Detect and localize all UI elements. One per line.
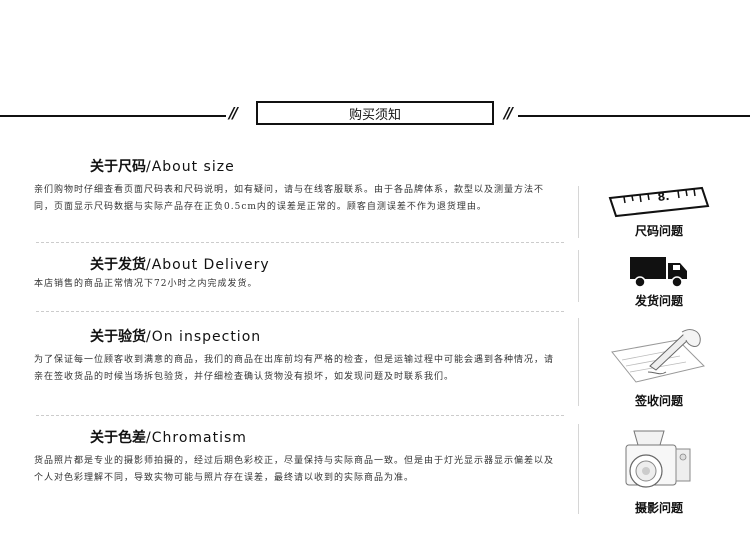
icon-label: 摄影问题 [634,501,683,515]
section-divider [36,415,564,416]
signing-pen-icon [611,329,705,383]
camera-icon [625,430,691,488]
icon-label: 发货问题 [634,294,683,308]
section-body: 为了保证每一位顾客收到满意的商品，我们的商品在出库前均有严格的检查，但是运输过程… [34,355,555,382]
section-title-zh: 关于发货 [90,257,146,273]
icon-block: 签收问题 [604,326,714,410]
section-title-en: /About size [146,159,235,175]
section-title: 关于尺码/About size [90,156,235,176]
svg-text:8.: 8. [657,190,670,204]
section-title: 关于色差/Chromatism [90,427,247,447]
section-size: 关于尺码/About size 亲们购物时仔细查看页面尺码表和尺码说明，如有疑问… [0,156,750,246]
header-line-left [0,115,226,117]
section-chromatism: 关于色差/Chromatism 货品照片都是专业的摄影师拍摄的，经过后期色彩校正… [0,427,750,527]
section-body: 本店销售的商品正常情况下72小时之内完成发货。 [34,279,258,289]
icon-block: 摄影问题 [604,427,714,517]
section-title-en: /About Delivery [146,257,270,273]
column-divider [578,250,579,302]
column-divider [578,186,579,238]
icon-block: 8. 尺码问题 [604,184,714,240]
column-divider [578,424,579,514]
truck-icon [630,257,687,288]
header-ornament-right: // [504,104,513,122]
section-title-zh: 关于验货 [90,329,146,345]
header-line-right [518,115,750,117]
page-title: 购买须知 [256,101,494,125]
section-title: 关于验货/On inspection [90,326,261,346]
section-body: 亲们购物时仔细查看页面尺码表和尺码说明，如有疑问，请与在线客服联系。由于各品牌体… [34,185,545,212]
icon-label: 签收问题 [634,394,683,408]
section-title-zh: 关于色差 [90,430,146,446]
section-delivery: 关于发货/About Delivery 本店销售的商品正常情况下72小时之内完成… [0,254,750,310]
page-title-text: 购买须知 [348,107,401,123]
section-title-en: /Chromatism [146,430,247,446]
section-divider [36,242,564,243]
section-title-zh: 关于尺码 [90,159,146,175]
section-body: 货品照片都是专业的摄影师拍摄的，经过后期色彩校正，尽量保持与实际商品一致。但是由… [34,456,555,483]
header-ornament-left: // [229,104,238,122]
section-title-en: /On inspection [146,329,262,345]
section-title: 关于发货/About Delivery [90,254,270,274]
icon-block: 发货问题 [604,254,714,310]
section-divider [36,311,564,312]
column-divider [578,318,579,406]
ruler-icon: 8. [608,186,710,218]
section-inspection: 关于验货/On inspection 为了保证每一位顾客收到满意的商品，我们的商… [0,326,750,418]
icon-label: 尺码问题 [634,224,683,238]
